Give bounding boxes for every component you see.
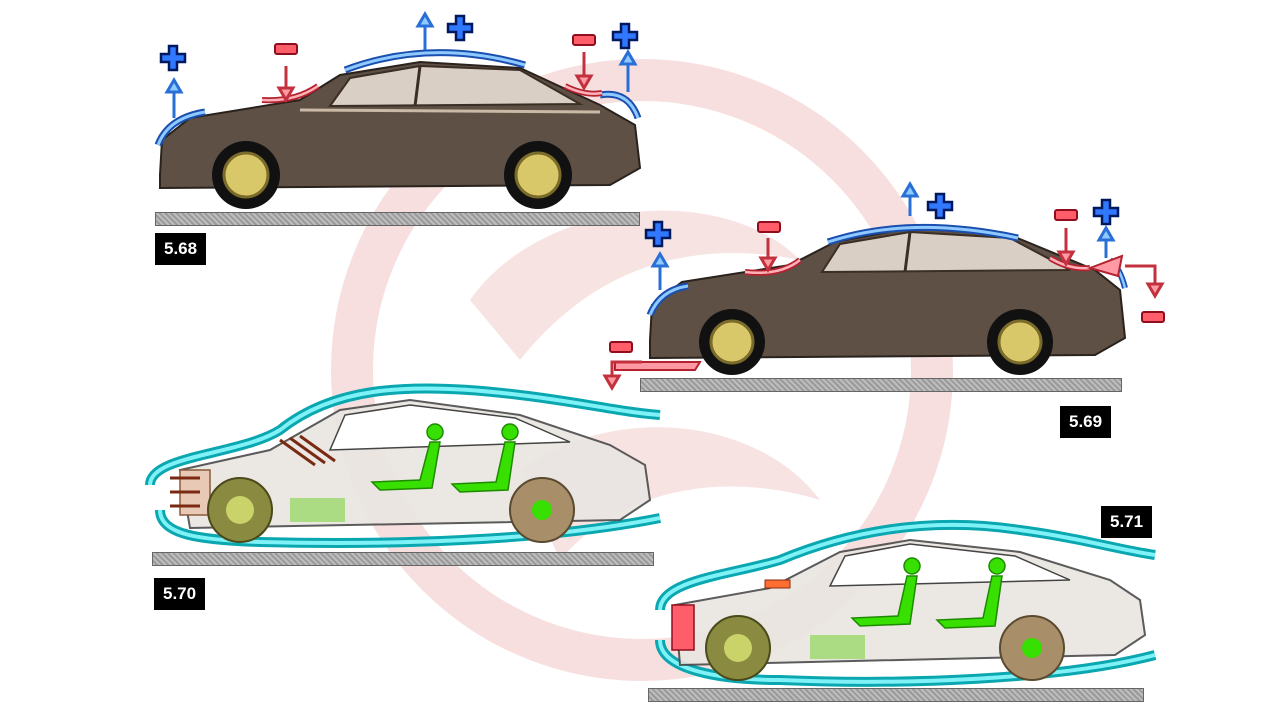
up-arrow-icon bbox=[164, 11, 638, 118]
wheel-icon bbox=[999, 615, 1065, 681]
figure-570: 5.70 bbox=[140, 370, 680, 620]
wheel-icon bbox=[699, 309, 765, 375]
minus-sign-icon bbox=[572, 34, 596, 46]
plus-sign-icon bbox=[446, 14, 474, 42]
airflow-cutaway-diagram bbox=[655, 519, 1157, 687]
wheel-icon bbox=[987, 309, 1053, 375]
figure-569: 5.69 bbox=[600, 180, 1280, 440]
car-sedan-side-view bbox=[154, 11, 642, 209]
plus-sign-icon bbox=[926, 192, 954, 220]
plus-sign-icon bbox=[159, 44, 187, 72]
airflow-cutaway-diagram bbox=[145, 383, 661, 548]
figure-568: 5.68 bbox=[0, 0, 660, 280]
wheel-icon bbox=[509, 477, 575, 543]
minus-sign-icon bbox=[1141, 311, 1165, 323]
wheel-icon bbox=[705, 615, 771, 681]
occupant-icon bbox=[370, 423, 444, 491]
road-surface bbox=[640, 378, 1122, 392]
road-surface bbox=[152, 552, 654, 566]
minus-sign-icon bbox=[274, 43, 298, 55]
down-arrow-icon bbox=[602, 228, 1165, 391]
occupant-icon bbox=[935, 557, 1006, 629]
figure-number-label: 5.70 bbox=[154, 578, 206, 610]
plus-sign-icon bbox=[611, 22, 639, 50]
figure-number-label: 5.68 bbox=[155, 233, 207, 265]
figure-571 bbox=[640, 500, 1170, 715]
minus-sign-icon bbox=[1054, 209, 1078, 221]
figure-number-label: 5.71 bbox=[1101, 506, 1153, 538]
occupant-icon bbox=[850, 557, 921, 627]
minus-sign-icon bbox=[757, 221, 781, 233]
figure-number-label: 5.69 bbox=[1060, 406, 1112, 438]
plus-sign-icon bbox=[1092, 198, 1120, 226]
road-surface bbox=[155, 212, 640, 226]
wheel-icon bbox=[212, 141, 280, 209]
minus-sign-icon bbox=[609, 341, 633, 353]
plus-sign-icon bbox=[644, 220, 672, 248]
down-arrow-icon bbox=[276, 52, 594, 103]
wheel-icon bbox=[207, 477, 273, 543]
wheel-icon bbox=[504, 141, 572, 209]
up-arrow-icon bbox=[650, 181, 1116, 290]
car-sedan-side-view bbox=[602, 181, 1165, 391]
road-surface bbox=[648, 688, 1144, 702]
occupant-icon bbox=[450, 423, 519, 493]
